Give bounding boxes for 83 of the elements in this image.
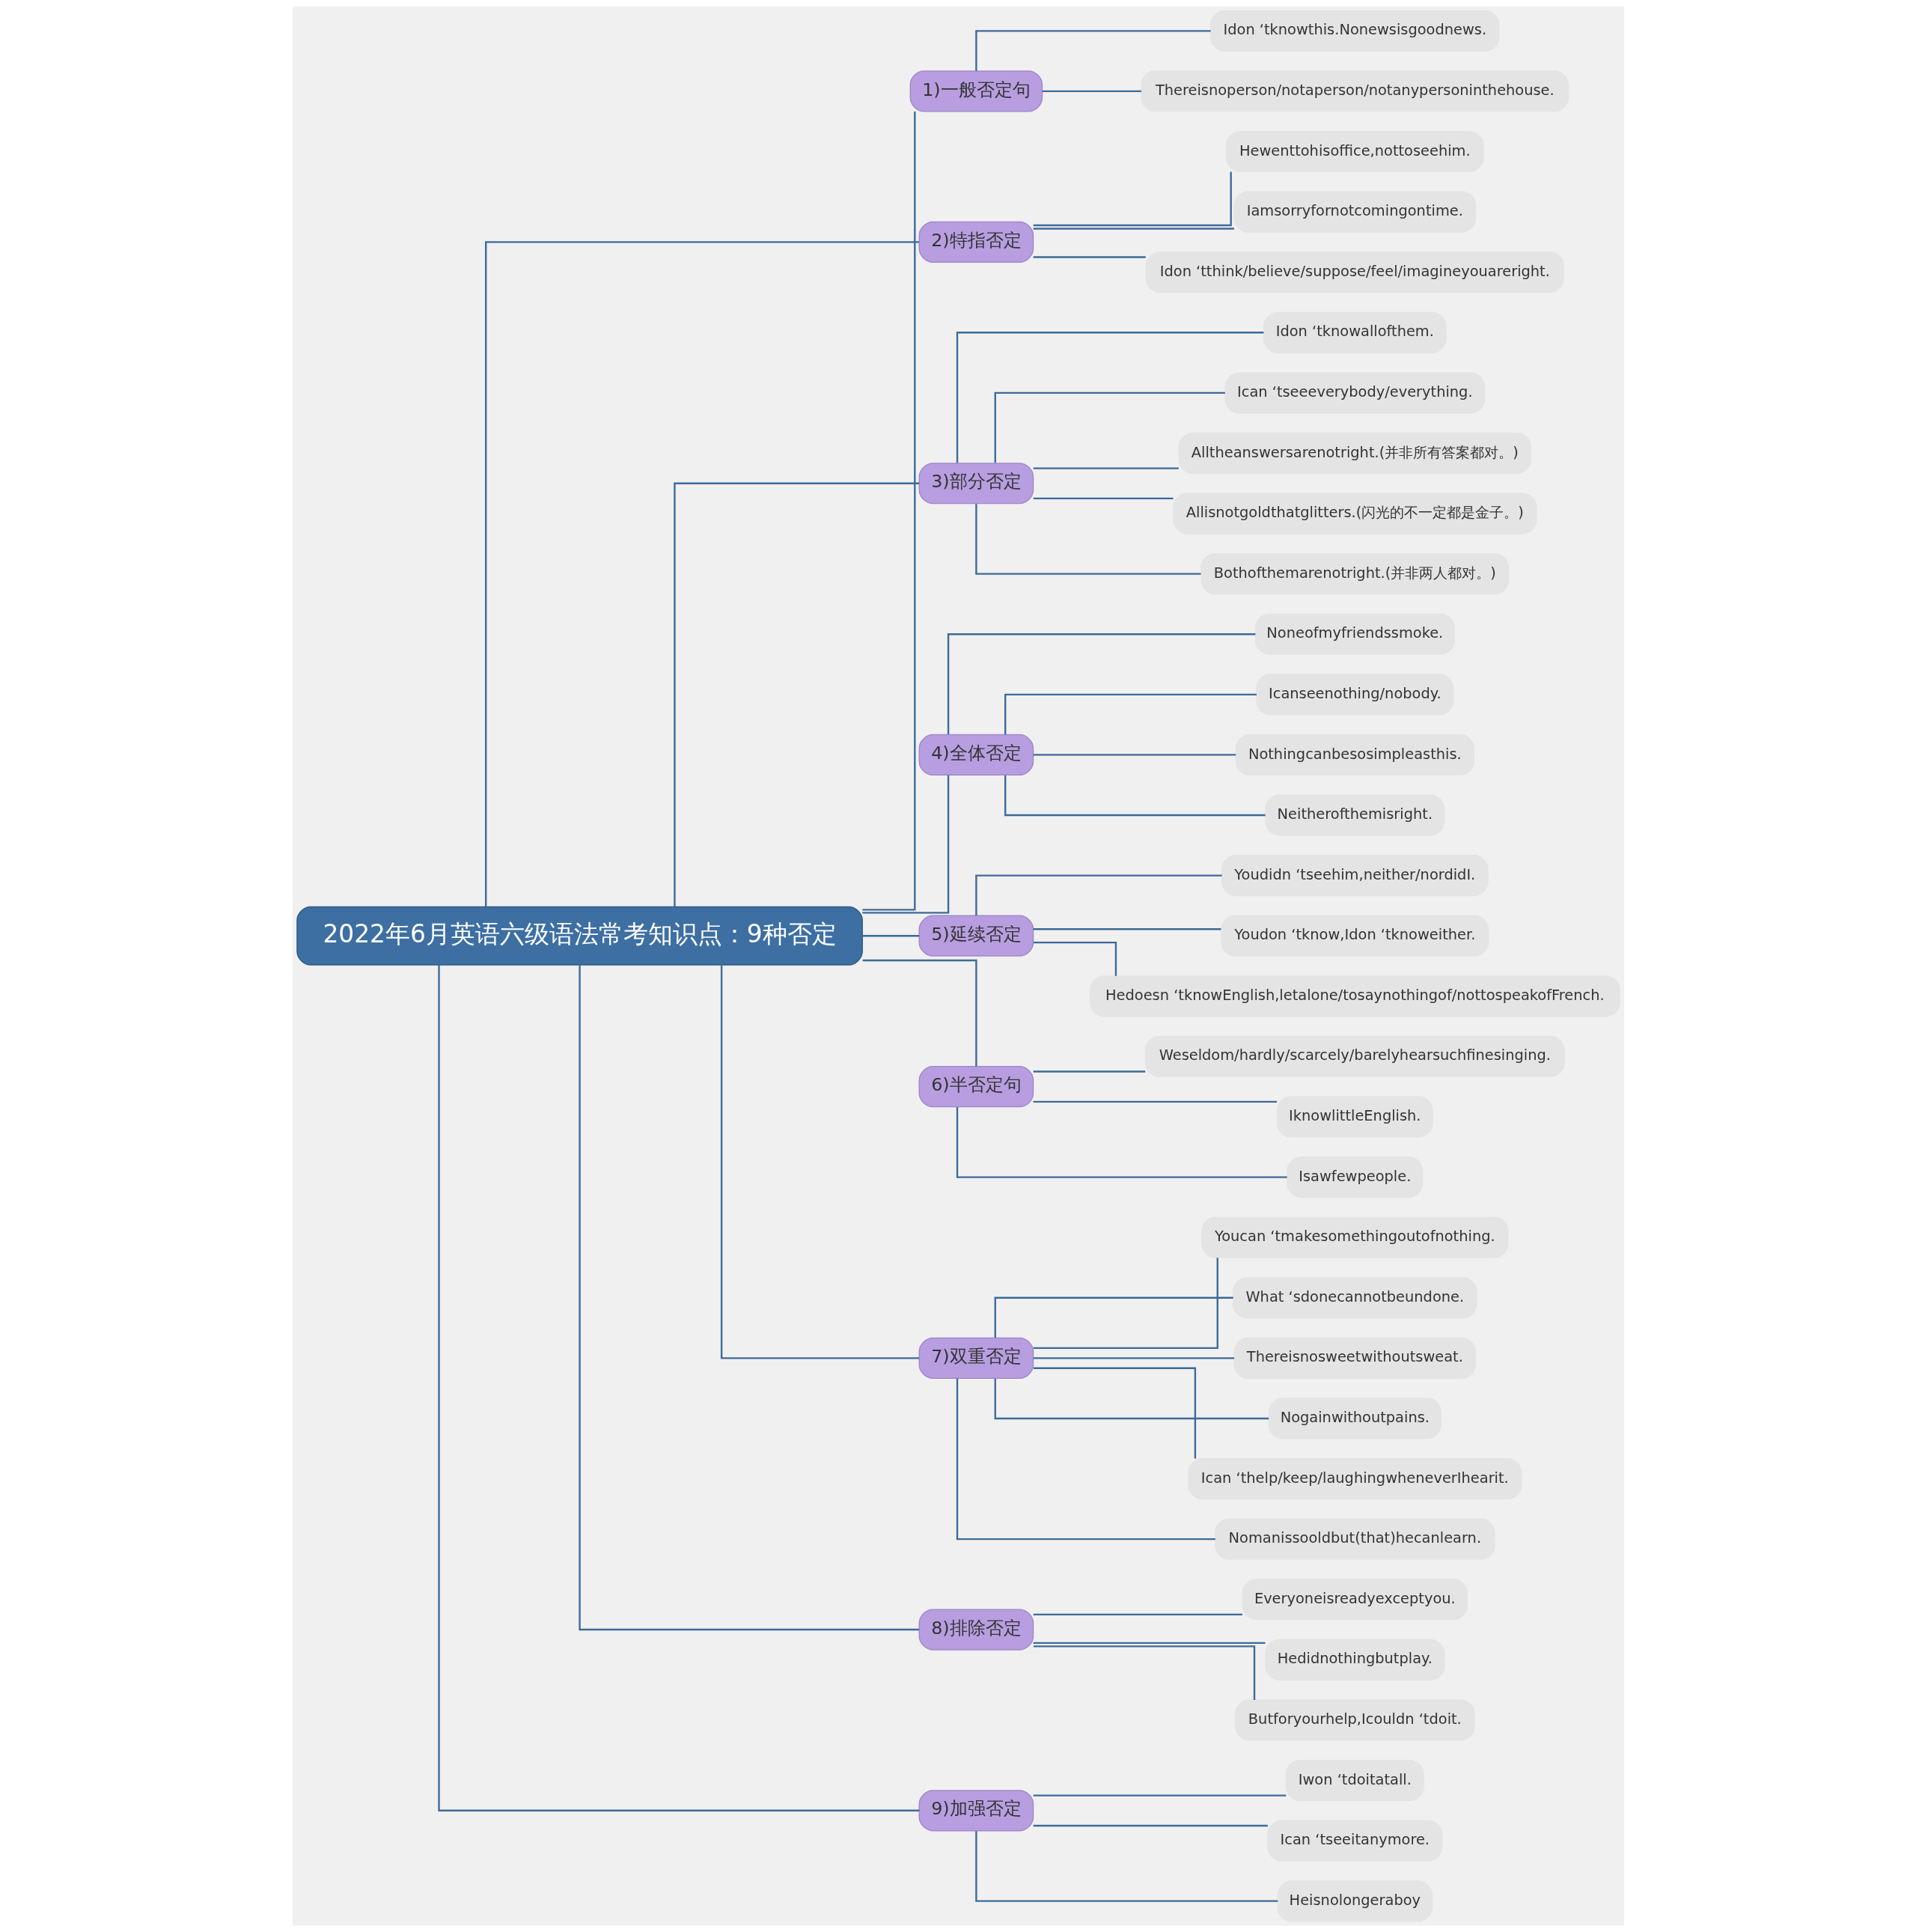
connector <box>1033 941 1117 976</box>
node-box: Iamsorryfornotcomingontime. <box>1233 191 1476 233</box>
node-box: Icanseenothing/nobody. <box>1255 674 1453 716</box>
connector <box>862 959 977 1067</box>
node-box: 3)部分否定 <box>918 463 1034 505</box>
connector <box>1033 1258 1218 1350</box>
connector <box>1004 775 1266 817</box>
connector <box>994 1296 1233 1338</box>
connector <box>994 1378 1269 1420</box>
node-box: Weseldom/hardly/scarcely/barelyhearsuchfinesinging. <box>1144 1035 1565 1077</box>
connector <box>994 391 1225 463</box>
node-box: Iwon ‘tdoitatall. <box>1285 1759 1424 1802</box>
connector <box>1042 90 1141 93</box>
node-box: Isawfewpeople. <box>1286 1156 1423 1198</box>
connector <box>1004 693 1257 735</box>
node-box: 8)排除否定 <box>918 1609 1034 1651</box>
connector <box>437 965 919 1811</box>
node-box: Hewenttohisoffice,nottoseehim. <box>1225 130 1484 173</box>
node-box: Alltheanswersarenotright.(并非所有答案都对。) <box>1178 432 1531 475</box>
node-box: Everyoneisreadyexceptyou. <box>1242 1579 1468 1621</box>
node-box: 9)加强否定 <box>918 1790 1034 1832</box>
node-box: 2022年6月英语六级语法常考知识点：9种否定 <box>296 906 863 966</box>
connector <box>1033 754 1236 756</box>
node-box: What ‘sdonecannotbeundone. <box>1232 1277 1477 1319</box>
connector <box>974 504 1201 575</box>
node-box: Youdon ‘tknow,Idon ‘tknoweither. <box>1220 915 1489 957</box>
node-box: Idon ‘tthink/believe/suppose/feel/imagineyouareright. <box>1145 252 1564 293</box>
connector <box>1033 1070 1145 1073</box>
node-box: 4)全体否定 <box>918 734 1034 776</box>
connector <box>1033 1794 1286 1797</box>
node-box: Nothingcanbesosimpleasthis. <box>1235 734 1474 776</box>
connector <box>974 1831 1278 1902</box>
node-box: Noneofmyfriendssmoke. <box>1254 613 1455 655</box>
connector <box>1033 1642 1265 1645</box>
connector <box>578 965 919 1631</box>
node-box: Youdidn ‘tseehim,neither/nordidI. <box>1221 855 1489 897</box>
node-box: Thereisnoperson/notaperson/notanypersoninthehouse. <box>1141 70 1569 112</box>
node-box: Neitherofthemisright. <box>1264 794 1444 836</box>
node-box: Allisnotgoldthatglitters.(闪光的不一定都是金子。) <box>1172 493 1537 534</box>
connector <box>1033 228 1234 230</box>
node-box: 1)一般否定句 <box>909 70 1043 112</box>
node-box: Thereisnosweetwithoutsweat. <box>1233 1337 1476 1379</box>
node-box: Idon ‘tknowthis.Nonewsisgoodnews. <box>1209 10 1500 52</box>
connector <box>956 1107 1287 1178</box>
node-box: Nomanissooldbut(that)hecanlearn. <box>1214 1518 1495 1560</box>
connector <box>974 30 1211 71</box>
connector <box>720 965 919 1359</box>
node-box: Idon ‘tknowallofthem. <box>1263 311 1447 353</box>
connector <box>1033 1367 1196 1459</box>
connector <box>861 111 915 911</box>
connector <box>861 775 949 914</box>
connector <box>1033 467 1179 469</box>
connector <box>673 482 919 906</box>
connector <box>1033 928 1221 930</box>
connector <box>1033 1100 1277 1103</box>
node-box: Hedidnothingbutplay. <box>1264 1639 1444 1680</box>
node-box: Butforyourhelp,Icouldn ‘tdoit. <box>1234 1699 1475 1741</box>
connector <box>956 1378 1215 1541</box>
connector <box>1033 1824 1268 1827</box>
node-box: Ican ‘tseeitanymore. <box>1266 1820 1442 1862</box>
node-box: Ican ‘tseeeverybody/everything. <box>1224 372 1485 414</box>
node-box: 7)双重否定 <box>918 1337 1034 1379</box>
connector <box>974 874 1222 915</box>
node-box: Hedoesn ‘tknowEnglish,letalone/tosaynothingof/nottospeakofFrench. <box>1089 975 1620 1017</box>
node-box: Youcan ‘tmakesomethingoutofnothing. <box>1200 1216 1509 1258</box>
node-box: Nogainwithoutpains. <box>1268 1398 1441 1439</box>
connector <box>484 241 919 906</box>
connector <box>1033 171 1232 227</box>
connector <box>947 633 1255 735</box>
connector <box>862 935 919 937</box>
node-box: 2)特指否定 <box>918 221 1034 263</box>
connector <box>1033 1357 1234 1359</box>
node-box: Bothofthemarenotright.(并非两人都对。) <box>1200 553 1509 595</box>
node-box: 6)半否定句 <box>918 1066 1034 1108</box>
connector <box>1033 497 1174 500</box>
node-box: IknowlittleEnglish. <box>1276 1096 1433 1138</box>
connector <box>1033 1645 1255 1700</box>
node-box: 5)延续否定 <box>918 915 1034 957</box>
connector <box>1033 1613 1242 1616</box>
connector <box>956 332 1263 463</box>
connector <box>1033 256 1146 258</box>
node-box: Heisnolongeraboy <box>1277 1880 1433 1922</box>
node-box: Ican ‘thelp/keep/laughingwheneverIhearit. <box>1187 1457 1522 1500</box>
